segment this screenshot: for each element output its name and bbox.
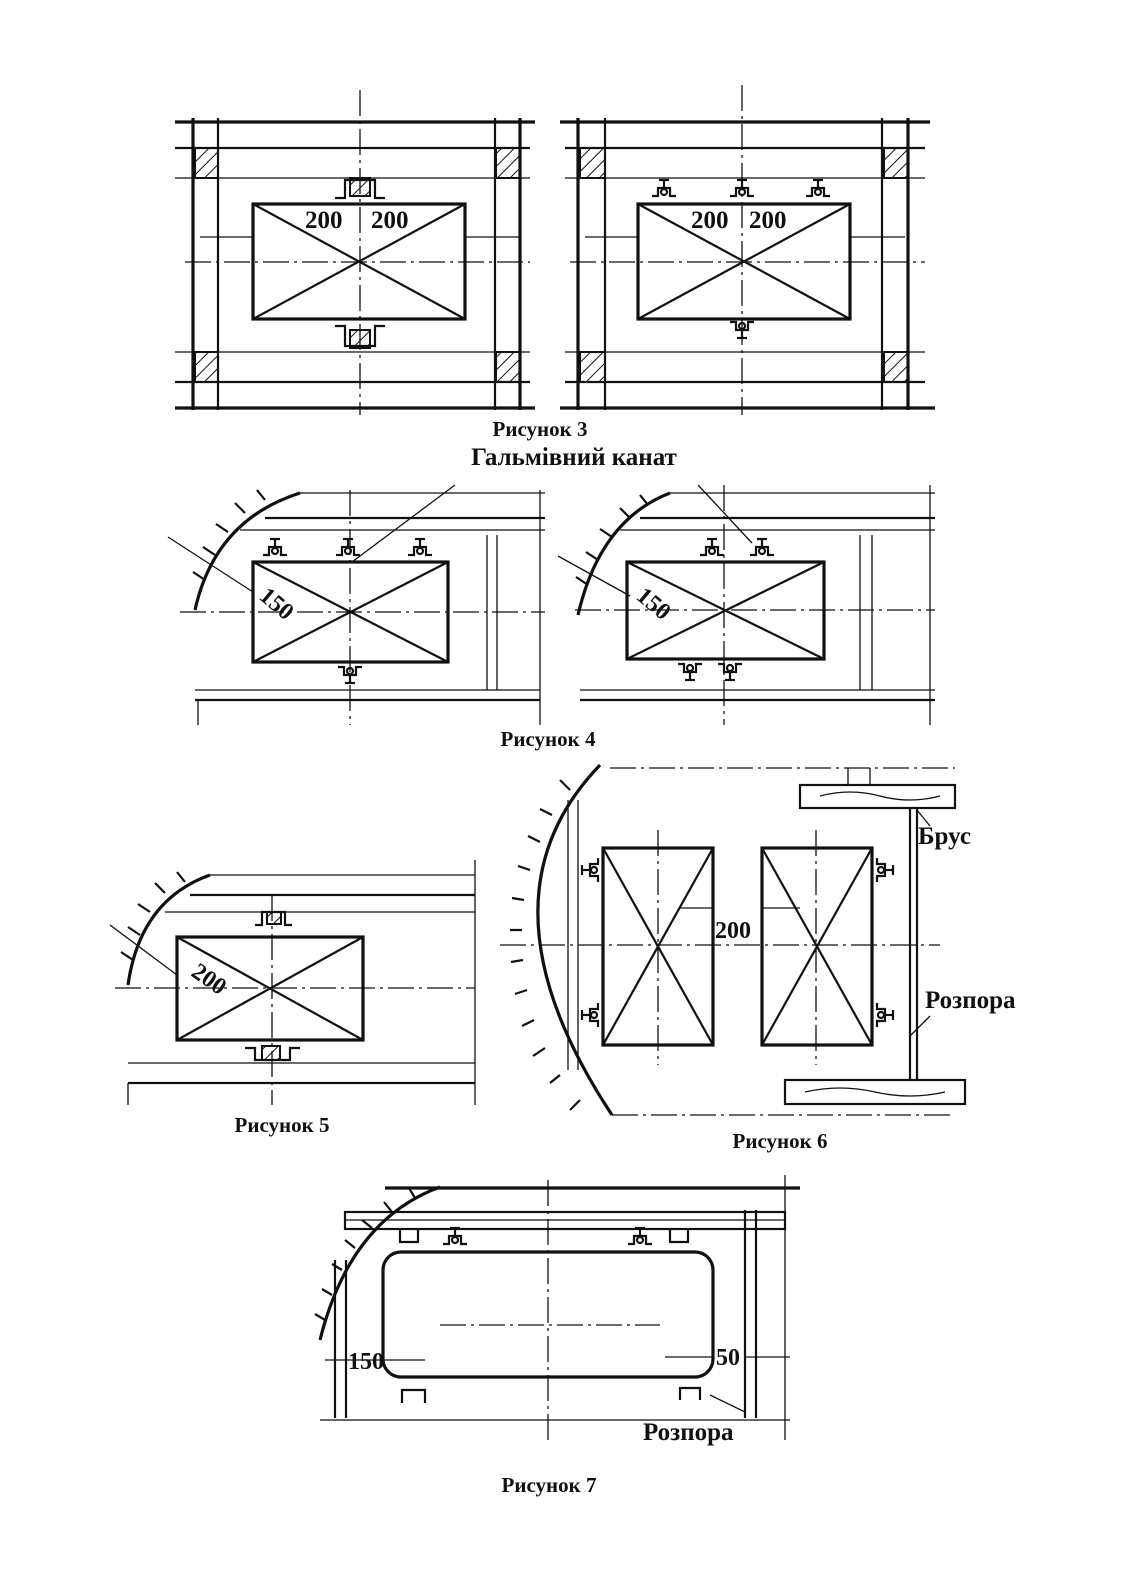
hatched-post-block <box>579 351 606 383</box>
figure-7: 150 50 Розпора Рисунок 7 <box>314 1175 800 1497</box>
figure-6-caption: Рисунок 6 <box>733 1129 828 1153</box>
fig6-beam-label: Брус <box>918 823 971 850</box>
figure-4-caption: Рисунок 4 <box>501 727 596 751</box>
fig7-dim-left: 150 <box>348 1349 384 1375</box>
wooden-beam <box>798 783 957 810</box>
figure-6: 200 Брус Розпора Рисунок 6 <box>500 763 1016 1153</box>
fig3-left-dim-1: 200 <box>305 207 343 234</box>
fig3-left-dim-2: 200 <box>371 207 409 234</box>
hatched-post-block <box>495 147 521 179</box>
figure-3-caption: Рисунок 3 <box>493 417 588 441</box>
figure-4: 150 150 Рисунок 4 <box>167 484 935 751</box>
hatched-post-block <box>883 147 909 179</box>
fig3-right-dim-2: 200 <box>749 207 787 234</box>
figure-3-left-panel <box>175 90 535 415</box>
fig7-strut-label: Розпора <box>643 1419 734 1446</box>
hatched-post-block <box>194 351 219 383</box>
fig5-dim: 200 <box>187 959 231 1001</box>
fig3-right-dim-1: 200 <box>691 207 729 234</box>
hatched-post-block <box>579 147 606 179</box>
fig6-dim: 200 <box>715 918 751 944</box>
figure-5-caption: Рисунок 5 <box>235 1113 330 1137</box>
figure-3: 200 200 <box>175 85 935 441</box>
figure-7-caption: Рисунок 7 <box>502 1473 597 1497</box>
fig6-strut-label: Розпора <box>925 987 1016 1014</box>
figure-5: 200 Рисунок 5 <box>109 860 476 1137</box>
hatched-post-block <box>194 147 219 179</box>
skip-outline <box>760 846 874 1047</box>
figure-4-right-panel <box>557 484 935 725</box>
fig4-left-dim: 150 <box>254 583 298 626</box>
fig7-dim-right: 50 <box>716 1345 740 1371</box>
figure-4-left-panel <box>167 484 545 725</box>
fig4-right-dim: 150 <box>631 583 675 626</box>
brake-rope-label: Гальмівний канат <box>471 444 677 471</box>
hatched-post-block <box>883 351 909 383</box>
figure-3-right-panel <box>560 85 935 415</box>
hatched-post-block <box>495 351 521 383</box>
